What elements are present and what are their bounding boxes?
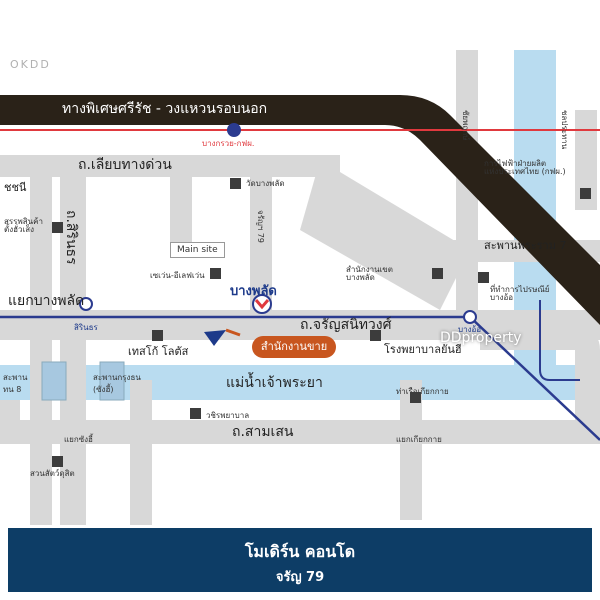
- label-saphan-rama7: สะพานพระราม 7: [484, 239, 567, 252]
- landmark-label: การไฟฟ้าฝ่ายผลิต แห่งประเทศไทย (กฟผ.): [484, 159, 566, 176]
- landmark-marker: [410, 392, 421, 403]
- project-marker-icon: [204, 330, 226, 346]
- landmark-marker: [230, 178, 241, 189]
- station-marker-sirindhorn: [79, 297, 93, 311]
- label-yaek-sanghi: แยกซังฮี้: [64, 435, 93, 444]
- bridge-right: [99, 361, 125, 401]
- landmark-label: สรรพสินค้า ตั้งฮั่วเส็ง: [4, 217, 43, 234]
- label-saphan-phra-pin: สะพาน: [3, 373, 28, 382]
- label-yaek-kiakkai: แยกเกียกกาย: [396, 435, 442, 444]
- landmark-marker: [580, 188, 591, 199]
- landmark-marker: [370, 330, 381, 341]
- landmark-marker: [152, 330, 163, 341]
- landmark-label: ชลประทาน: [560, 110, 569, 150]
- landmark-label: สำนักงานเขต บางพลัด: [346, 265, 393, 282]
- landmark-marker: [52, 222, 63, 233]
- bang-phlat-station-label: บางพลัด: [230, 284, 277, 299]
- landmark-label: เทสโก้ โลตัส: [128, 345, 189, 358]
- label-saphan-phra-pin-sub: ทน 8: [3, 385, 22, 394]
- landmark-label: เซเว่น-อีเลฟเว่น: [150, 271, 205, 280]
- landmark-marker: [432, 268, 443, 279]
- road-label-charan-79: จรัญฯ 79: [256, 210, 265, 244]
- landmark-label: สวนสัตว์ดุสิต: [30, 469, 75, 478]
- landmark-marker: [190, 408, 201, 419]
- landmark-marker: [210, 268, 221, 279]
- sirindhorn-station-label: สิรินธร: [74, 323, 98, 332]
- sales-office-label: สำนักงานขาย: [260, 340, 328, 353]
- highway-label: ทางพิเศษศรีรัช - วงแหวนรอบนอก: [62, 101, 268, 117]
- footer-title: โมเดิร์น คอนโด: [244, 542, 356, 561]
- label-saphan-krungthon-sub: (ซังฮี้): [93, 385, 114, 394]
- road-network: [0, 50, 600, 525]
- landmark-label: วัดบางพลัด: [246, 179, 285, 188]
- bang-o-station-label: บางอ้อ: [458, 325, 482, 334]
- label-yaek-bang-phlat: แยกบางพลัด: [8, 293, 85, 309]
- bang-kruai-station-label: บางกรวย-กฟผ.: [202, 139, 255, 148]
- road-label-sirindhorn: ถ.สิรินธร: [63, 210, 79, 265]
- station-marker-bang-o: [463, 310, 477, 324]
- brand-logo: OKDD: [10, 58, 51, 71]
- landmark-marker: [478, 272, 489, 283]
- footer-banner: โมเดิร์น คอนโด จรัญ 79: [8, 528, 592, 592]
- road-label-charansanitwong: ถ.จรัญสนิทวงศ์: [300, 317, 392, 333]
- station-marker-bang-kruai: [227, 123, 241, 137]
- label-saphan-krungthon: สะพานกรุงธน: [93, 373, 141, 382]
- ddproperty-watermark: DDproperty: [440, 330, 522, 346]
- road-label-samsen: ถ.สามเสน: [232, 424, 294, 440]
- sales-office-pill: สำนักงานขาย: [252, 336, 336, 358]
- label-chonni: ชชนี: [4, 181, 27, 194]
- footer-subtitle: จรัญ 79: [275, 570, 325, 585]
- road-label-chaiyaphruek: ชัยพฤกษ์: [461, 110, 470, 141]
- expressway: [0, 95, 600, 325]
- main-site-tag: Main site: [170, 242, 225, 258]
- blue-river-outline: [539, 300, 580, 381]
- landmark-marker: [52, 456, 63, 467]
- label-chao-phraya: แม่น้ำเจ้าพระยา: [226, 375, 323, 391]
- landmark-label: ที่ทำการไปรษณีย์ บางอ้อ: [490, 285, 550, 302]
- landmark-label: วชิรพยาบาล: [206, 411, 250, 420]
- label-tha-ruea-kiakkai: ท่าเรือเกียกกาย: [396, 387, 449, 396]
- bridge-left: [41, 361, 67, 401]
- road-label-liap-thang-duan: ถ.เลียบทางด่วน: [78, 157, 172, 173]
- landmark-label: โรงพยาบาลยันฮี: [384, 343, 462, 356]
